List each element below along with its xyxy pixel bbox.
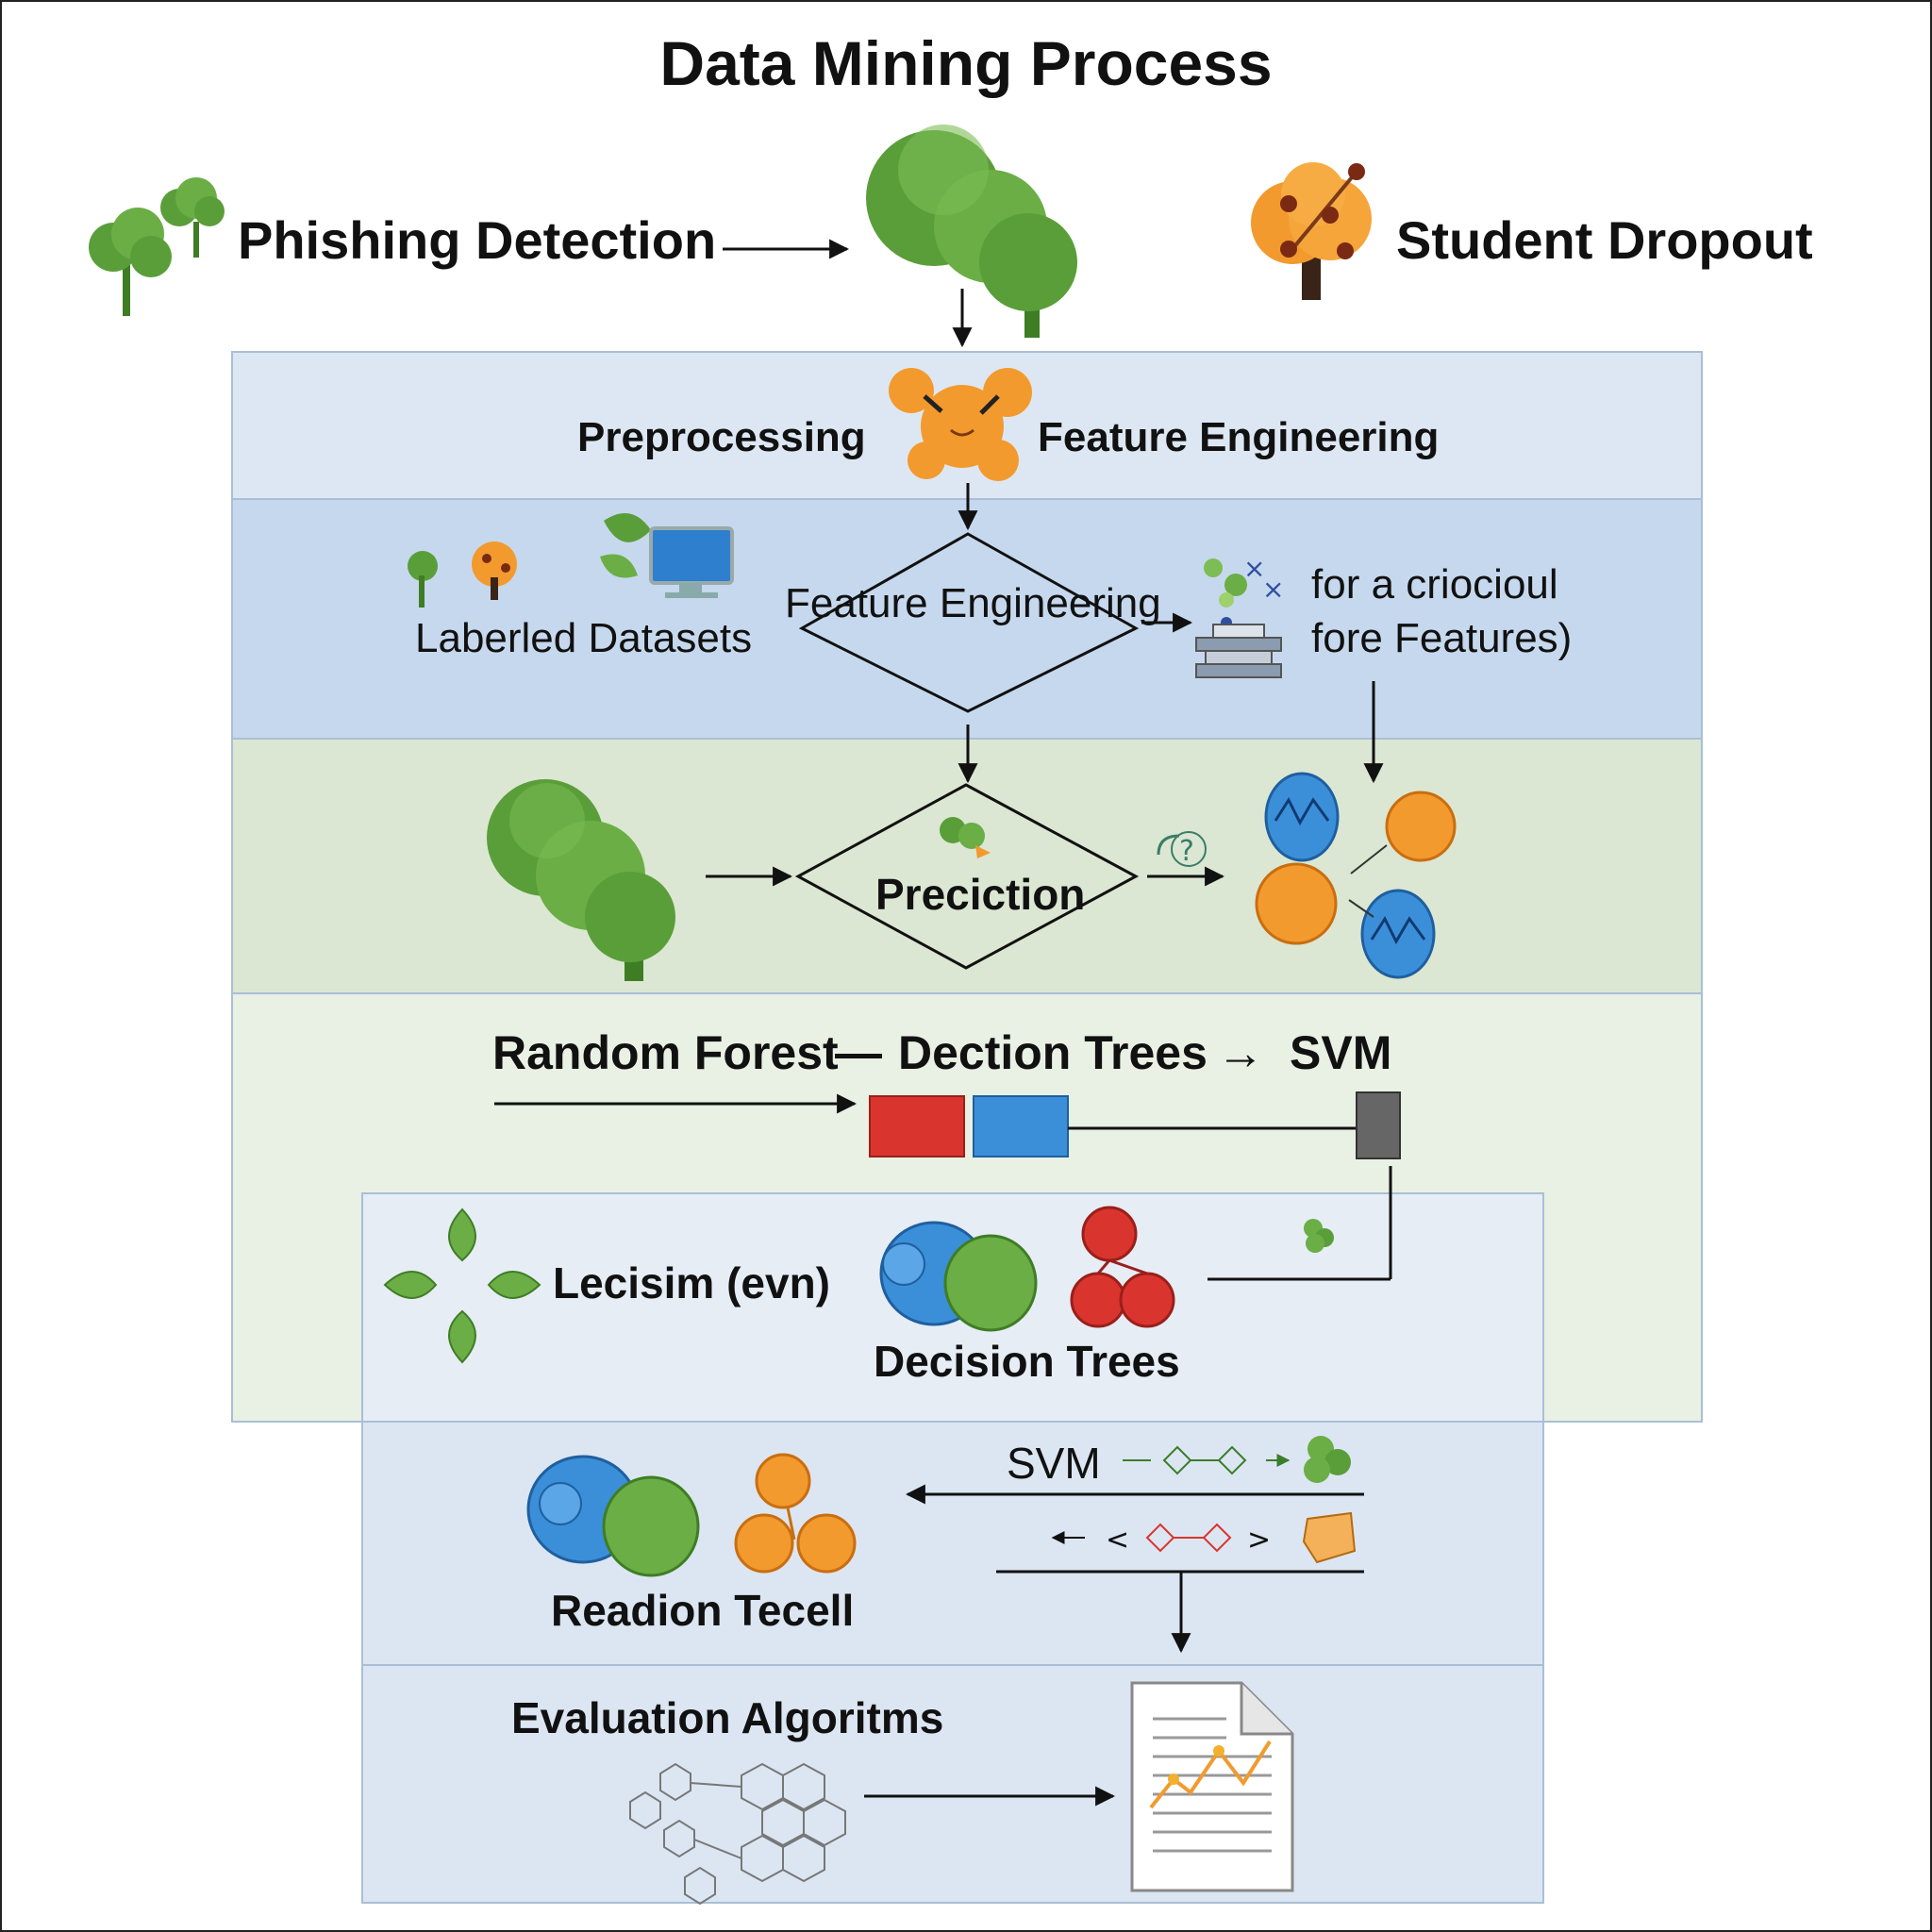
feature-engineering-top-label: Feature Engineering [1038, 414, 1440, 460]
svg-text:<: < [1106, 1524, 1129, 1557]
red-tree-icon [1070, 1206, 1175, 1328]
svm-chain-top [1123, 1436, 1351, 1483]
student-dropout-label: Student Dropout [1396, 210, 1813, 270]
labeled-datasets-label: Laberled Datasets [415, 615, 753, 661]
server-icon [1356, 1091, 1401, 1159]
features-right-line2: fore Features) [1311, 615, 1573, 661]
prediction-diamond [794, 783, 1140, 970]
blue-green-cluster-icon [879, 1221, 1038, 1332]
orange-network-icon [734, 1453, 857, 1574]
dection-trees-label: Dection Trees [898, 1026, 1208, 1079]
phishing-detection-label: Phishing Detection [238, 210, 717, 270]
features-band [231, 498, 1703, 740]
random-forest-label: Random Forest [492, 1026, 839, 1079]
blue-block [973, 1095, 1069, 1158]
orange-tree-icon [1251, 162, 1372, 300]
prediction-leaf-icon [940, 817, 991, 858]
preprocessing-label: Preprocessing [577, 414, 866, 460]
decision-trees-label: Decision Trees [874, 1337, 1180, 1386]
algorithms-arrow: → [1217, 1026, 1264, 1079]
report-document-icon [1130, 1681, 1294, 1892]
small-trees-icon [89, 177, 225, 316]
svg-text:>: > [1247, 1524, 1271, 1557]
algorithms-dash: — [835, 1026, 882, 1079]
svm-section-label: SVM [1007, 1439, 1101, 1488]
central-tree-icon [866, 125, 1077, 338]
evaluation-algorithms-label: Evaluation Algoritms [511, 1693, 944, 1742]
hexagon-network-icon [629, 1762, 846, 1906]
refresh-question-icon: ? [1157, 831, 1207, 868]
feature-tools-icon: × × [1195, 553, 1284, 678]
prediction-tree-icon [487, 779, 675, 981]
readion-cluster-icon [526, 1455, 700, 1577]
dataset-trees-icon [408, 541, 517, 608]
monitor-icon [600, 513, 734, 598]
red-block [869, 1095, 965, 1158]
svg-text:×: × [1262, 574, 1284, 605]
orange-molecule-icon [889, 368, 1032, 481]
evaluation-band [361, 1664, 1544, 1904]
svg-text:×: × [1243, 553, 1265, 584]
diagram-title: Data Mining Process [659, 28, 1273, 98]
clover-icon [383, 1208, 541, 1364]
lecisim-label: Lecisim (evn) [553, 1258, 830, 1307]
svm-top-label: SVM [1290, 1026, 1392, 1079]
prediction-diamond-label: Preciction [875, 870, 1086, 919]
small-leaf-icon [1304, 1219, 1334, 1253]
feature-engineering-diamond [798, 532, 1140, 713]
svm-chain-bottom: < > [1051, 1511, 1357, 1564]
readion-tecell-label: Readion Tecell [551, 1586, 855, 1635]
output-nodes-icon [1255, 772, 1457, 979]
features-right-line1: for a criocioul [1311, 561, 1558, 608]
svg-text:?: ? [1179, 835, 1194, 868]
